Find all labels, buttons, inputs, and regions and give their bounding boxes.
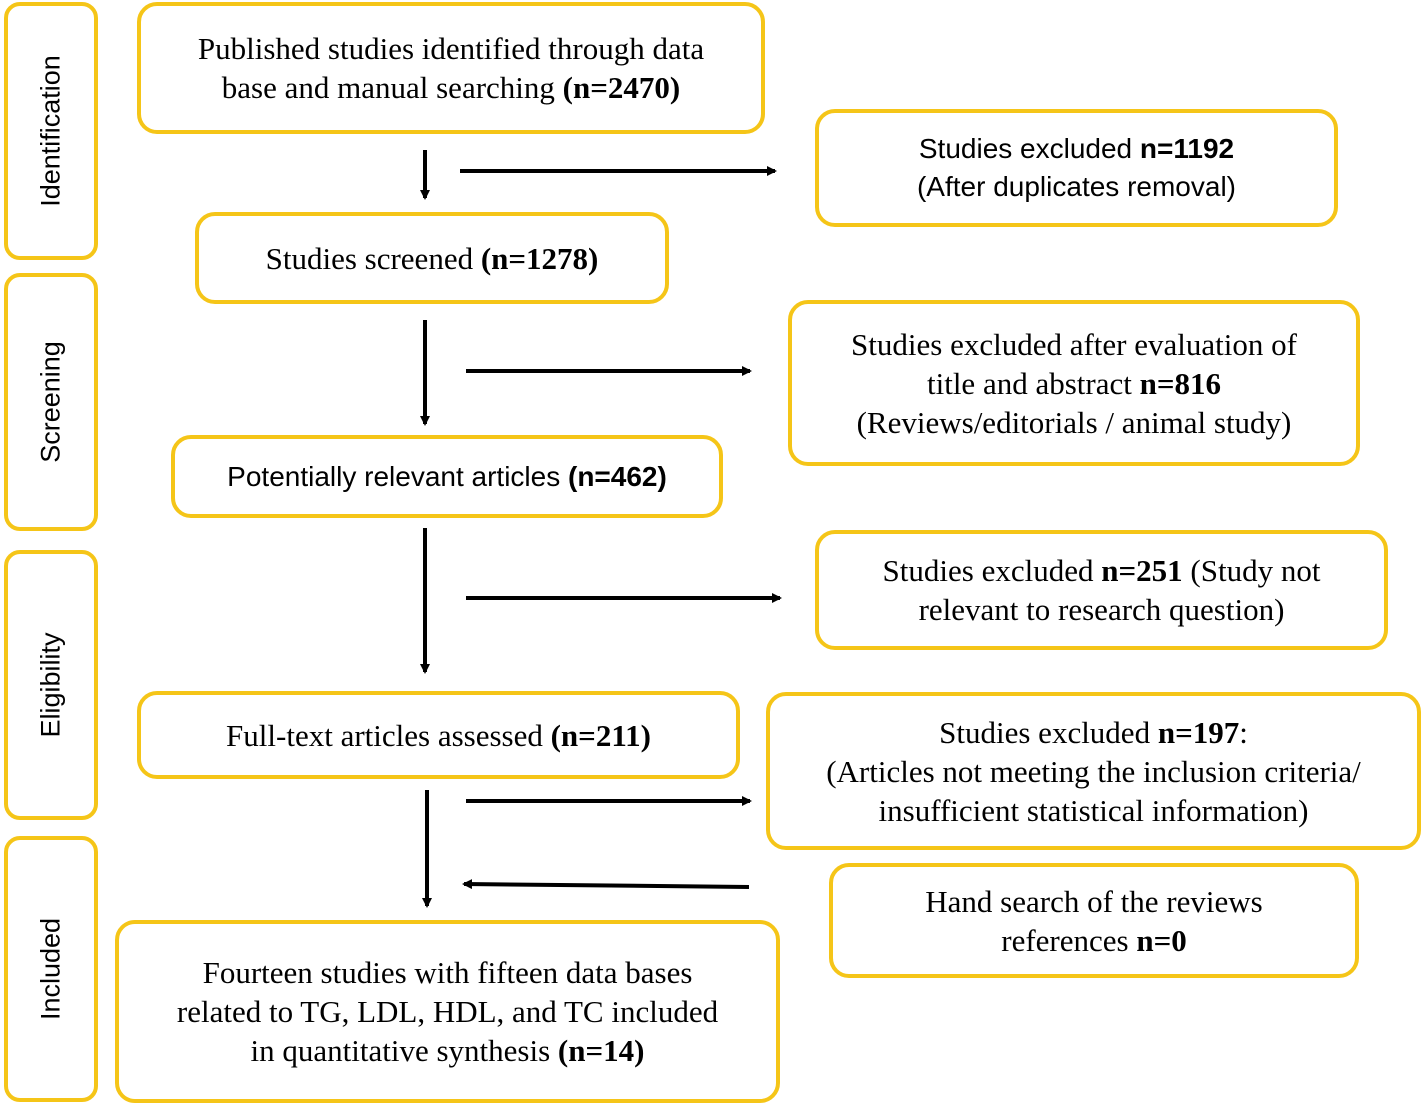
box-relevant: Potentially relevant articles (n=462) xyxy=(171,435,723,518)
excluded-criteria-count: n=197 xyxy=(1157,714,1240,750)
box-excluded-duplicates: Studies excluded n=1192 (After duplicate… xyxy=(815,109,1338,227)
box-hand-search: Hand search of the reviews references n=… xyxy=(829,863,1359,978)
excluded-title-line3: (Reviews/editorials / animal study) xyxy=(856,404,1292,440)
excluded-duplicates-count: n=1192 xyxy=(1139,133,1235,164)
hand-search-count: n=0 xyxy=(1136,922,1187,958)
box-excluded-title-abstract: Studies excluded after evaluation of tit… xyxy=(788,300,1360,466)
excluded-relevant-line2: relevant to research question) xyxy=(918,592,1285,627)
identified-line2: base and manual searching (n=2470) xyxy=(221,70,681,105)
stage-screening: Screening xyxy=(4,273,98,531)
box-included: Fourteen studies with fifteen data bases… xyxy=(115,920,780,1103)
screened-line: Studies screened (n=1278) xyxy=(265,240,599,276)
included-line1: Fourteen studies with fifteen data bases xyxy=(202,955,693,990)
excluded-duplicates-line1: Studies excluded n=1192 xyxy=(918,133,1235,164)
excluded-title-line1: Studies excluded after evaluation of xyxy=(851,326,1297,362)
stage-identification: Identification xyxy=(4,2,98,260)
box-assessed: Full-text articles assessed (n=211) xyxy=(137,691,740,779)
identified-line1: Published studies identified through dat… xyxy=(197,31,705,66)
box-screened: Studies screened (n=1278) xyxy=(195,212,669,304)
excluded-criteria-line1: Studies excluded n=197: xyxy=(939,714,1248,750)
stage-included: Included xyxy=(4,836,98,1102)
excluded-duplicates-line2: (After duplicates removal) xyxy=(916,171,1236,202)
stage-eligibility: Eligibility xyxy=(4,550,98,820)
relevant-count: (n=462) xyxy=(568,460,667,492)
excluded-criteria-line2: (Articles not meeting the inclusion crit… xyxy=(826,753,1361,789)
arrow-left-hand-search xyxy=(462,879,750,890)
included-count: (n=14) xyxy=(557,1033,645,1068)
box-excluded-criteria: Studies excluded n=197: (Articles not me… xyxy=(766,692,1421,850)
excluded-criteria-line3: insufficient statistical information) xyxy=(878,792,1309,828)
excluded-title-count: n=816 xyxy=(1139,365,1222,401)
assessed-count: (n=211) xyxy=(550,717,651,753)
excluded-relevant-line1: Studies excluded n=251 (Study not xyxy=(882,553,1321,588)
assessed-line: Full-text articles assessed (n=211) xyxy=(226,717,651,753)
screened-count: (n=1278) xyxy=(480,240,599,276)
box-identified: Published studies identified through dat… xyxy=(137,2,765,134)
hand-search-line2: references n=0 xyxy=(1001,922,1187,958)
identified-count: (n=2470) xyxy=(562,70,681,105)
included-line3: in quantitative synthesis (n=14) xyxy=(250,1033,645,1068)
hand-search-line1: Hand search of the reviews xyxy=(925,883,1263,919)
relevant-line: Potentially relevant articles (n=462) xyxy=(227,460,667,492)
excluded-relevant-count: n=251 xyxy=(1101,553,1183,588)
excluded-title-line2: title and abstract n=816 xyxy=(926,365,1222,401)
box-excluded-not-relevant: Studies excluded n=251 (Study not releva… xyxy=(815,530,1388,650)
included-line2: related to TG, LDL, HDL, and TC included xyxy=(176,994,719,1029)
